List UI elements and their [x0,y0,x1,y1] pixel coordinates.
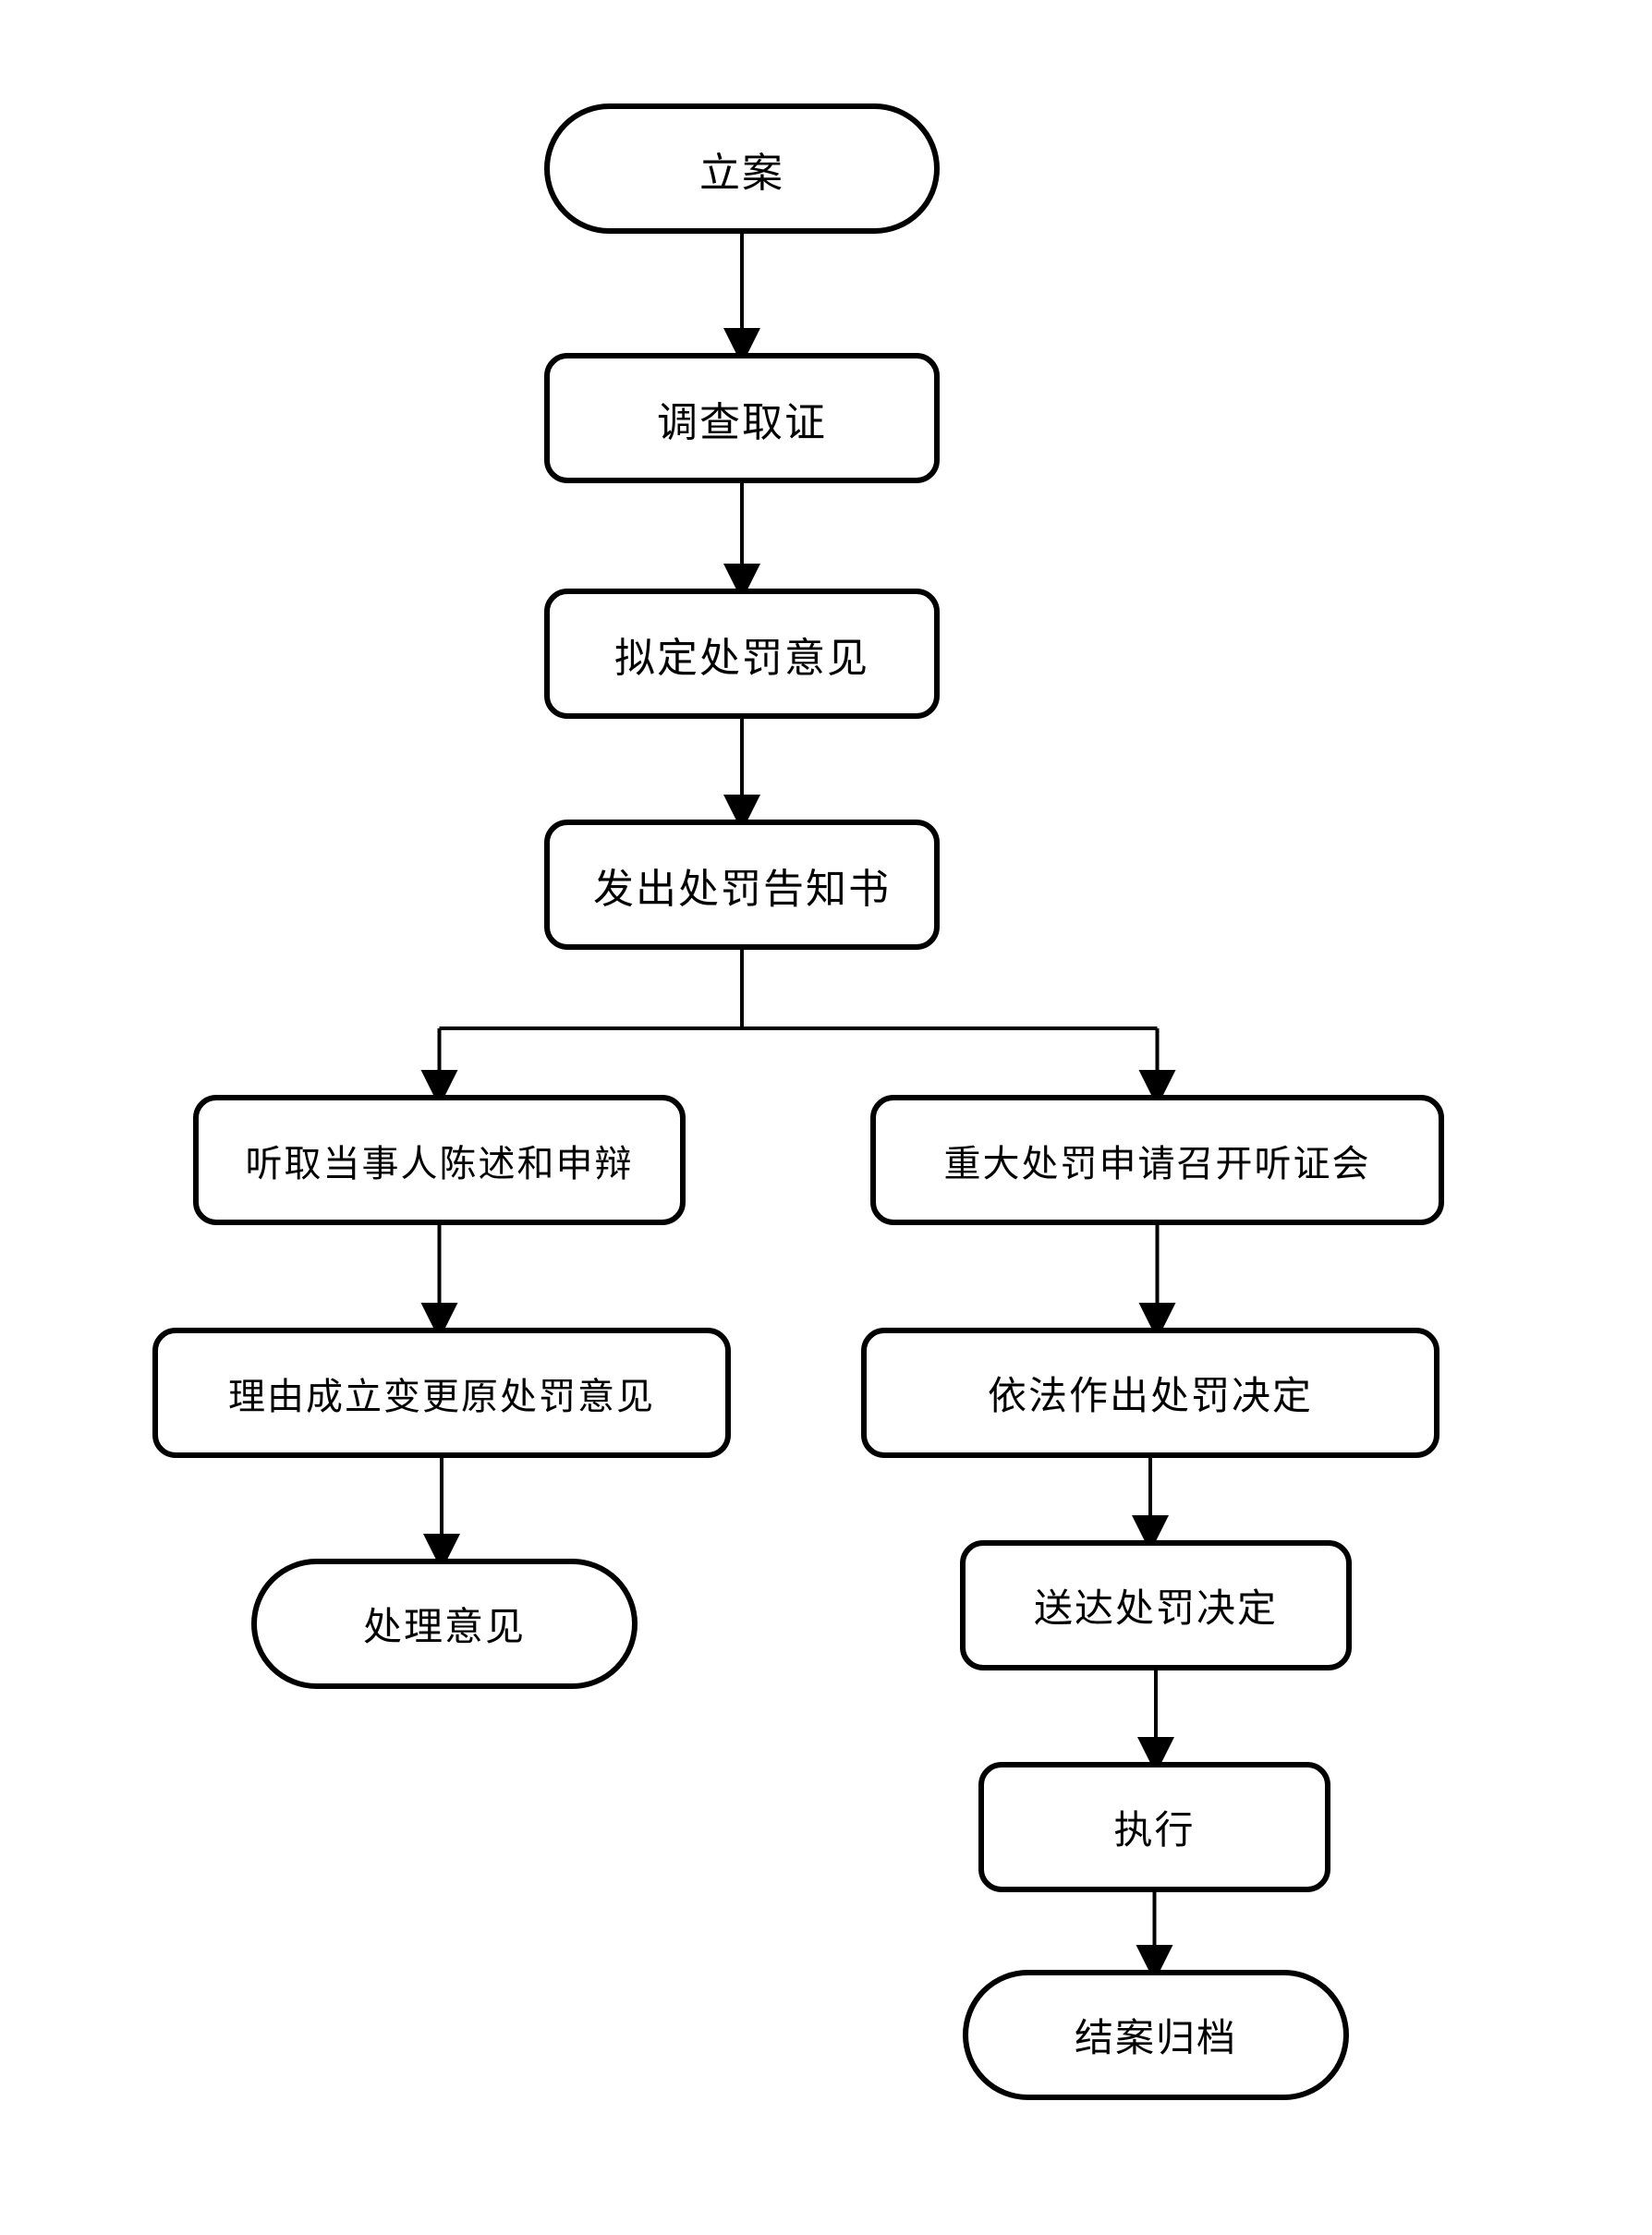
node-shape-n1[interactable] [544,103,940,234]
node-shape-n12[interactable] [963,1970,1349,2100]
node-shape-n4[interactable] [544,820,940,950]
node-shape-n8[interactable] [861,1328,1439,1458]
node-shape-n6[interactable] [870,1095,1444,1225]
node-shape-n10[interactable] [960,1540,1352,1670]
node-shape-n5[interactable] [193,1095,686,1225]
nodes-layer [152,103,1444,2100]
node-shape-n11[interactable] [978,1762,1330,1892]
edges-layer [420,231,1176,1982]
node-shape-n2[interactable] [544,353,940,483]
node-shape-n3[interactable] [544,589,940,719]
node-shape-n7[interactable] [152,1328,731,1458]
node-shape-n9[interactable] [251,1559,638,1689]
